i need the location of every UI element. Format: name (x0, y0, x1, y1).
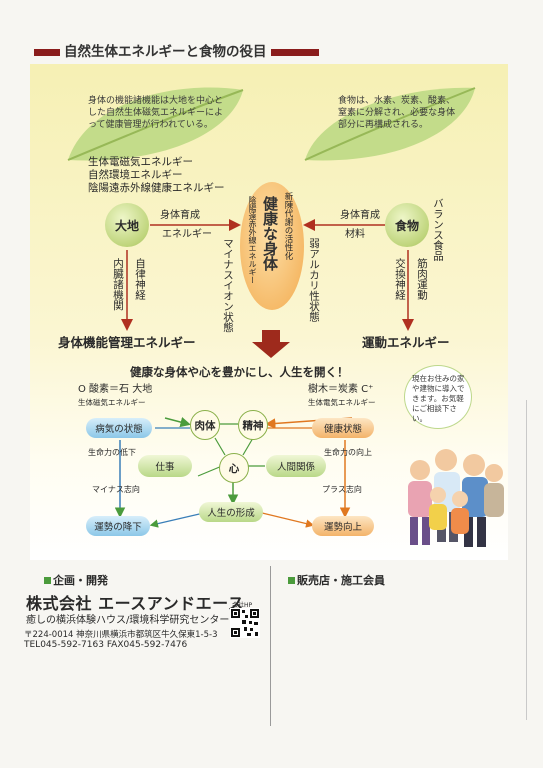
company-tel: TEL045-592-7163 FAX045-592-7476 (24, 640, 188, 650)
leaf-right-icon (304, 87, 476, 161)
speech-text: 現在お住みの家や建物に導入できます。お気軽にご相談下さい。 (412, 374, 465, 423)
node-spirit: 精神 (238, 410, 268, 440)
section-divider (270, 566, 271, 726)
company-sub: 癒しの横浜体験ハウス/環境科学研究センター (26, 615, 230, 626)
title-bar-right (270, 48, 319, 56)
node-relations: 人間関係 (266, 455, 326, 477)
center-oval (240, 182, 304, 310)
left-formula: O 酸素＝石 大地 (78, 384, 153, 395)
body-growth-right-label: 身体育成 (340, 210, 380, 221)
node-life-form: 人生の形成 (199, 502, 263, 522)
balance-food-label: バランス食品 (432, 198, 444, 261)
qr-caption: 会社HP (232, 602, 253, 609)
qr-code-icon (230, 608, 260, 638)
left-formula-sub: 生体磁気エネルギー (78, 398, 146, 407)
fortune-up-pill: 運勢向上 (312, 516, 374, 536)
minus-dir-label: マイナス志向 (92, 485, 140, 494)
plus-dir-label: プラス志向 (322, 485, 362, 494)
center-sub1-text: 新陳代謝の活性化 (283, 192, 293, 260)
energy-item: 生体電磁気エネルギー (88, 156, 193, 168)
energy-list: 生体電磁気エネルギー 自然環境エネルギー 陰陽遠赤外線健康エネルギー (88, 156, 225, 195)
autonomic-label: 自律神経 (134, 258, 146, 300)
energy-item: 自然環境エネルギー (88, 169, 183, 181)
life-down-label: 生命力の低下 (88, 448, 136, 457)
illness-pill: 病気の状態 (86, 418, 152, 438)
center-sub2-text: 陰陽遠赤外線エネルギー (248, 196, 257, 284)
node-body: 肉体 (190, 410, 220, 440)
food-circle: 食物 (385, 203, 429, 247)
energy-item: 陰陽遠赤外線健康エネルギー (88, 182, 225, 194)
page-title: 自然生体エネルギーと食物の役目 (30, 40, 319, 60)
center-main-text: 健康な身体 (261, 196, 279, 271)
body-growth-left-label: 身体育成 (160, 210, 200, 221)
dealer-label-text: 販売店・施工会員 (297, 574, 385, 587)
fortune-down-pill: 運勢の降下 (86, 516, 150, 536)
right-formula: 樹木＝炭素 C⁺ (308, 384, 374, 395)
alkaline-label: 弱アルカリ性状態 (308, 238, 320, 322)
right-edge-line (526, 400, 527, 720)
leaf-left-icon (67, 87, 244, 161)
planning-section-label: 企画・開発 (44, 572, 108, 588)
body-function-energy-label: 身体機能管理エネルギー (58, 335, 196, 350)
energy-word-label: エネルギー (162, 229, 212, 240)
earth-circle: 大地 (105, 203, 149, 247)
node-heart: 心 (219, 453, 249, 483)
lower-heading: 健康な身体や心を豊かにし、人生を開く！ (130, 365, 349, 379)
leaf-right-text: 食物は、水素、炭素、酸素、窒素に分解され、必要な身体部分に再構成される。 (338, 96, 456, 130)
title-text: 自然生体エネルギーと食物の役目 (64, 44, 267, 60)
company-address: 〒224-0014 神奈川県横浜市都筑区牛久保東1-5-3 (24, 630, 218, 640)
exchange-nerve-label: 交換神経 (394, 258, 406, 300)
motion-energy-label: 運動エネルギー (362, 335, 450, 350)
leaf-left-text: 身体の機能諸機能は大地を中心とした自然生体磁気エネルギーによって健康管理が行われ… (88, 96, 224, 130)
internal-organs-label: 内臓諸機関 (112, 258, 124, 311)
material-label: 材料 (345, 229, 365, 240)
health-pill: 健康状態 (312, 418, 374, 438)
speech-bubble (404, 365, 472, 429)
life-up-label: 生命力の向上 (324, 448, 372, 457)
planning-label-text: 企画・開発 (53, 574, 108, 587)
minus-ion-label: マイナスイオン状態 (222, 238, 234, 333)
dealer-section-label: 販売店・施工会員 (288, 572, 385, 588)
title-bar-left (34, 48, 60, 56)
company-name: 株式会社 エースアンドエース (26, 594, 245, 613)
family-illustration (408, 449, 504, 547)
node-work: 仕事 (138, 455, 192, 477)
right-formula-sub: 生体電気エネルギー (308, 398, 376, 407)
muscle-motion-label: 筋肉運動 (416, 258, 428, 300)
